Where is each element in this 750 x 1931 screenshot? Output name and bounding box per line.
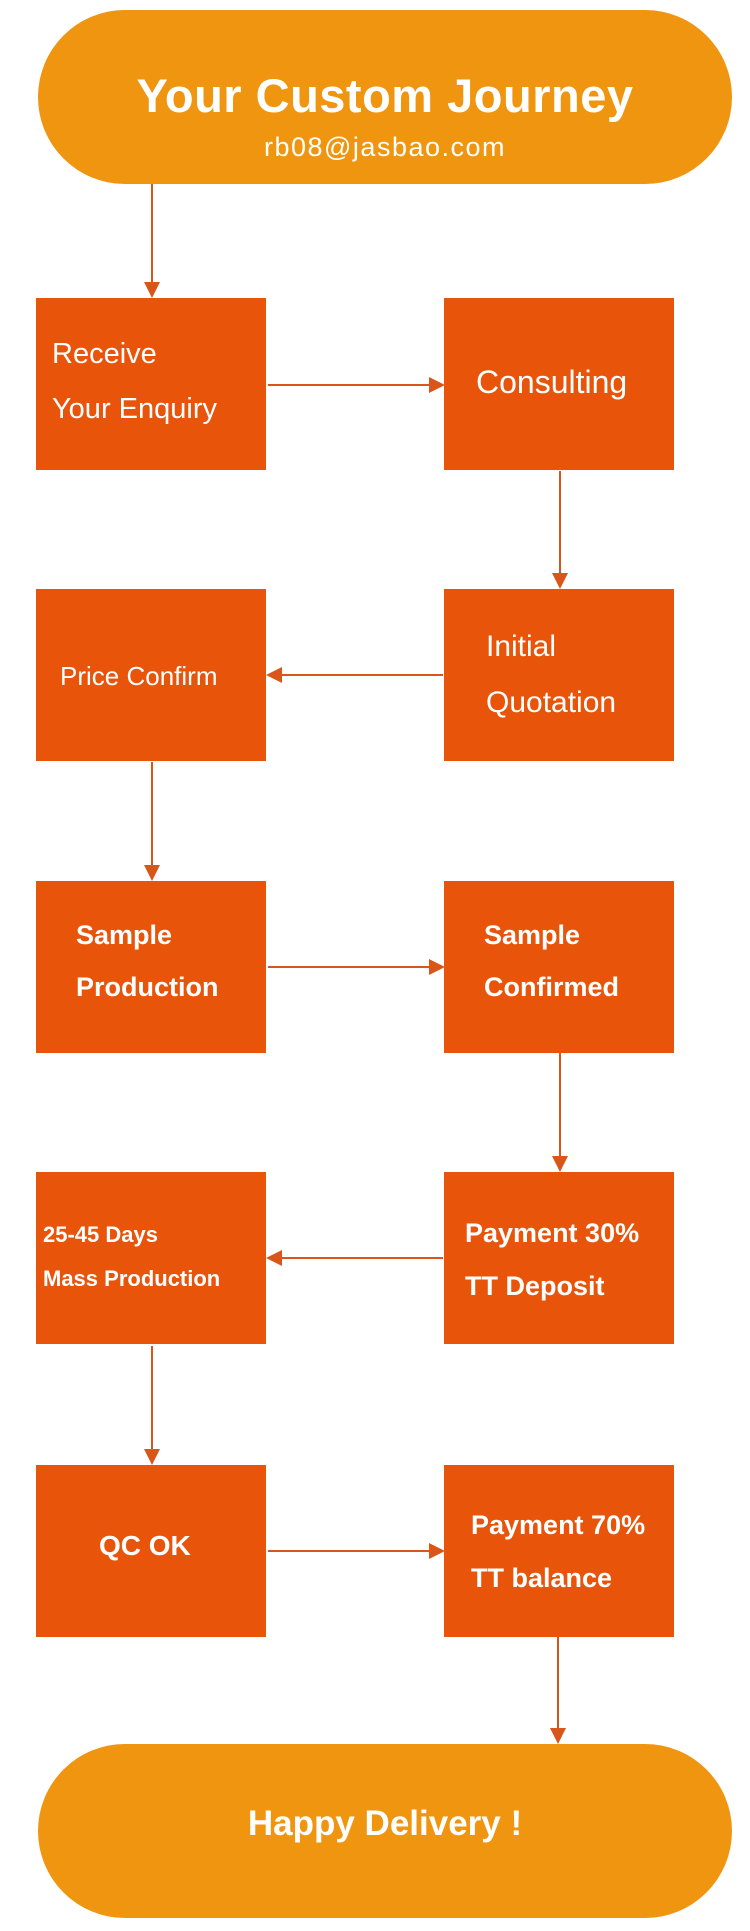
- page-title: Your Custom Journey: [136, 69, 634, 122]
- step-initial-quotation: Initial Quotation: [444, 589, 674, 761]
- step-receive-enquiry: Receive Your Enquiry: [36, 298, 266, 470]
- step-sample-confirmed: Sample Confirmed: [444, 881, 674, 1053]
- delivery-label: Happy Delivery !: [247, 1804, 523, 1843]
- step-label: Price Confirm: [60, 661, 218, 691]
- step-label: Sample: [76, 920, 173, 950]
- step-label: Payment 70%: [471, 1510, 646, 1540]
- step-label: Production: [76, 972, 219, 1002]
- header-pill: Your Custom Journey rb08@jasbao.com: [38, 10, 732, 184]
- step-payment-deposit: Payment 30% TT Deposit: [444, 1172, 674, 1344]
- step-label: Initial: [486, 630, 557, 663]
- step-consulting: Consulting: [444, 298, 674, 470]
- step-label: 25-45 Days: [43, 1222, 158, 1247]
- delivery-pill: Happy Delivery !: [38, 1744, 732, 1918]
- step-label: Your Enquiry: [52, 393, 217, 425]
- step-label: Mass Production: [43, 1266, 221, 1291]
- step-label: Consulting: [476, 364, 628, 400]
- step-qc-ok: QC OK: [36, 1465, 266, 1637]
- contact-email: rb08@jasbao.com: [263, 132, 507, 162]
- step-label: QC OK: [99, 1530, 191, 1561]
- step-label: Confirmed: [484, 972, 619, 1002]
- step-label: TT Deposit: [465, 1271, 605, 1301]
- step-label: Sample: [484, 920, 581, 950]
- step-label: TT balance: [471, 1563, 613, 1593]
- step-label: Quotation: [486, 686, 617, 719]
- step-label: Receive: [52, 338, 157, 370]
- step-label: Payment 30%: [465, 1218, 640, 1248]
- step-price-confirm: Price Confirm: [36, 589, 266, 761]
- step-payment-balance: Payment 70% TT balance: [444, 1465, 674, 1637]
- step-mass-production: 25-45 Days Mass Production: [36, 1172, 266, 1344]
- step-sample-production: Sample Production: [36, 881, 266, 1053]
